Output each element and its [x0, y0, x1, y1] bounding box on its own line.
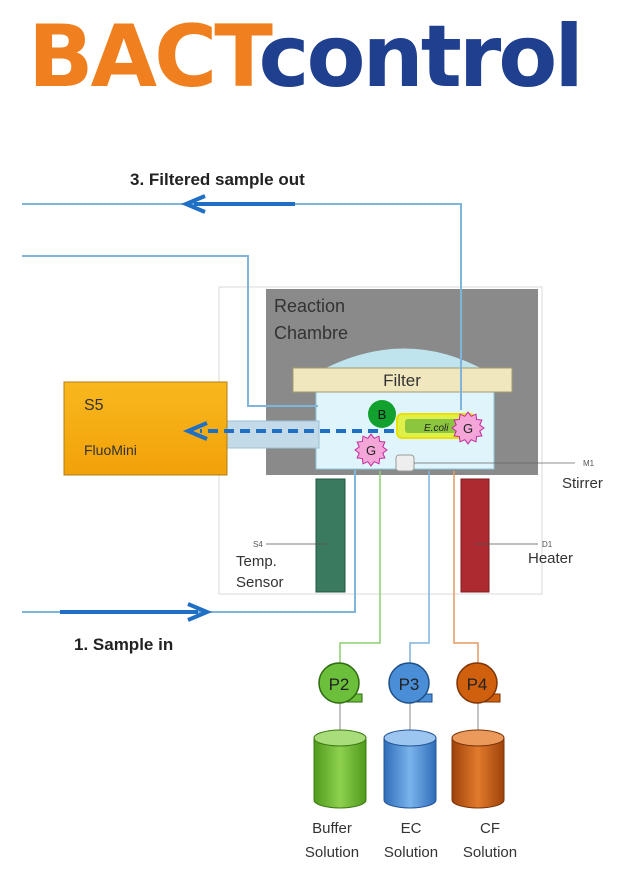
pump-p3-icon [388, 662, 430, 704]
cf-solution-line2: Solution [463, 844, 517, 861]
pump-p2: P2 [318, 662, 363, 704]
chamber-title-line1: Reaction [274, 296, 345, 316]
p3-line [409, 471, 430, 680]
heater-label: Heater [528, 550, 573, 567]
pump-p4-icon [456, 662, 498, 704]
tank-ec [383, 729, 437, 809]
stirrer-label: Stirrer [562, 475, 603, 492]
heater [460, 478, 490, 593]
g-marker-left: G [366, 443, 376, 458]
heater-id: D1 [542, 540, 553, 549]
fluorescence-signal-arrow [182, 421, 394, 441]
b-marker-circle [368, 400, 396, 428]
chamber-title-line2: Chambre [274, 323, 348, 343]
s5-detector-box [63, 381, 228, 476]
stirrer-magnet [395, 454, 415, 472]
p2-line [339, 471, 381, 680]
sample-out-arrow [180, 194, 295, 214]
logo-part-bact: BACT [28, 7, 261, 107]
ec-solution-line1: EC [401, 820, 422, 837]
pump-p3: P3 [388, 662, 433, 704]
b-marker: B [378, 407, 387, 422]
temp-sensor-id: S4 [253, 540, 263, 549]
s5-detector-model: FluoMini [84, 442, 137, 458]
tank-ec-top [383, 729, 437, 747]
pump-p3-label: P3 [399, 675, 420, 694]
ec-solution-line2: Solution [384, 844, 438, 861]
logo-part-control: control [258, 7, 583, 107]
sample-out-label: 3. Filtered sample out [130, 170, 305, 189]
tank-buffer-body [313, 737, 367, 809]
tank-buffer-top [313, 729, 367, 747]
pump-p2-label: P2 [329, 675, 350, 694]
ecoli-body [405, 419, 461, 433]
pump-p4-label: P4 [467, 675, 488, 694]
cf-solution-line1: CF [480, 820, 500, 837]
bactcontrol-logo: BACTcontrol [28, 7, 584, 107]
temp-sensor-label-line2: Sensor [236, 574, 284, 591]
g-marker-star-left [354, 433, 388, 467]
tank-buffer [313, 729, 367, 809]
pump-p4: P4 [456, 662, 501, 704]
filter-bar [292, 367, 513, 393]
chamber-dome [318, 348, 488, 372]
buffer-solution-line1: Buffer [312, 820, 352, 837]
ecoli-label: E.coli [424, 423, 449, 434]
detector-pipe [226, 420, 320, 449]
g-marker-star-right [451, 411, 485, 445]
s5-detector-name: S5 [84, 397, 104, 414]
aux-inlet-line [22, 255, 318, 407]
sample-in-arrow [60, 602, 213, 622]
pump-p2-icon [318, 662, 360, 704]
temp-sensor-label-line1: Temp. [236, 553, 277, 570]
buffer-solution-line2: Solution [305, 844, 359, 861]
sample-out-line [22, 203, 462, 410]
temp-sensor [315, 478, 346, 593]
tank-cf [451, 729, 505, 809]
tank-cf-body [451, 737, 505, 809]
p4-line [453, 471, 479, 680]
tank-cf-top [451, 729, 505, 747]
filter-label: Filter [383, 371, 421, 390]
g-marker-right: G [463, 421, 473, 436]
tank-ec-body [383, 737, 437, 809]
sample-in-label: 1. Sample in [74, 635, 173, 654]
stirrer-id: M1 [583, 459, 595, 468]
